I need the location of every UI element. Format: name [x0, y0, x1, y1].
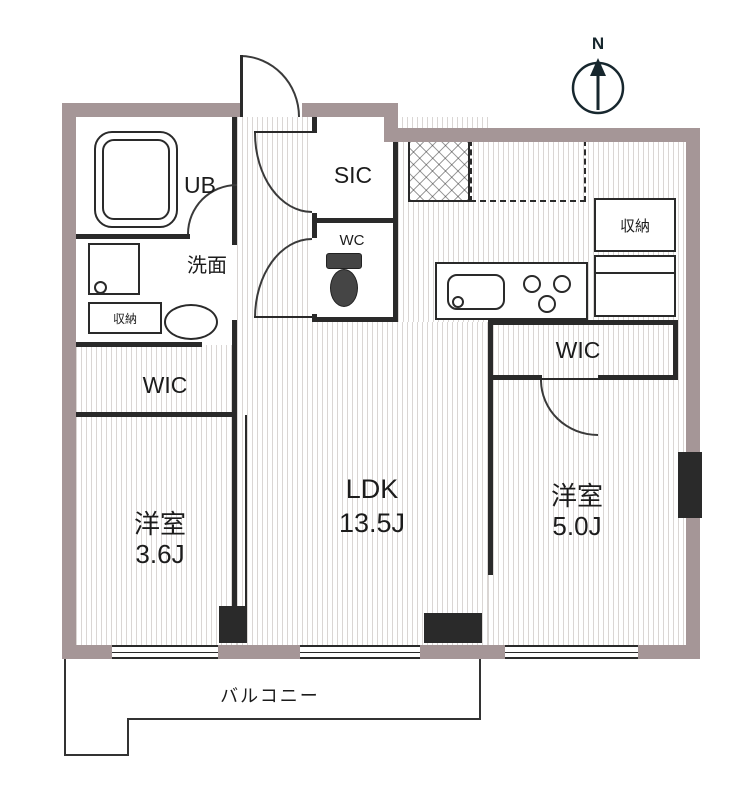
room-label-toilet: WC: [339, 231, 365, 249]
wall-wicright-right: [673, 320, 678, 380]
room-label-wic-left: WIC: [142, 371, 188, 398]
room-label-wic-right: WIC: [555, 336, 601, 363]
room-label-bedroom-left: 洋室: [133, 508, 186, 539]
wall-hall-left-upper: [232, 117, 237, 245]
wall-bedroomleft-ldk: [232, 320, 237, 606]
wall-wicright-top: [488, 320, 678, 325]
floor-toilet: [312, 218, 393, 322]
washer-drain-icon: [94, 281, 107, 294]
wall-sic-bottom: [312, 218, 398, 223]
stove-burner-icon: [553, 275, 571, 293]
wic-right-door-leaf: [540, 378, 598, 380]
room-label-bedroom-right: 洋室: [550, 480, 603, 511]
compass-north-arrow-icon: [571, 58, 625, 115]
wall-wc-right: [393, 223, 398, 322]
cupboard-unit: [594, 255, 676, 317]
washroom-storage-box: [88, 302, 162, 334]
stove-burner-icon: [523, 275, 541, 293]
wall-ldk-bedroomright: [488, 320, 493, 575]
floor-bedroom-left: [76, 415, 237, 645]
wall-unitbath-bottom: [76, 234, 190, 239]
vanity-basin-icon: [164, 304, 218, 340]
floor-wic-left: [76, 345, 237, 415]
wall-washroom-bottom: [76, 342, 202, 347]
floor-shoe-closet: [312, 117, 393, 218]
balcony-outline: [64, 659, 481, 756]
wall-hall-right-b: [312, 213, 317, 238]
wall-wicleft-bottom: [76, 412, 237, 417]
kitchen-storage-box: [594, 198, 676, 252]
cupboard-shelf-line: [596, 272, 674, 274]
room-label-washroom-storage: 収納: [112, 311, 137, 326]
wall-sic-right: [393, 117, 398, 223]
sliding-door-leaf-bedroom-right: [424, 613, 482, 643]
entrance-door-arc: [240, 55, 300, 117]
right-wall-door-leaf: [678, 452, 702, 518]
room-label-shoe-closet: SIC: [333, 161, 373, 188]
wall-wicright-bottom-right: [598, 375, 678, 380]
wall-hall-right-a: [312, 117, 317, 133]
room-label-unit-bath: UB: [184, 171, 216, 198]
toilet-icon: [326, 253, 362, 309]
outer-wall-right: [686, 128, 700, 659]
outer-wall-top-left-b: [302, 103, 398, 117]
room-label-washroom: 洗面: [187, 254, 227, 277]
pipe-space-hatch-icon: [408, 140, 470, 202]
bathtub-inner-icon: [102, 139, 170, 220]
room-size-bedroom-left: 3.6J: [135, 538, 185, 569]
window-bedroom-left: [112, 645, 218, 659]
window-ldk: [300, 645, 420, 659]
refrigerator-space-outline: [470, 140, 586, 202]
room-label-balcony: バルコニー: [220, 686, 320, 706]
stove-burner-icon: [538, 295, 556, 313]
shoe-closet-door-leaf: [254, 131, 312, 133]
wall-wicright-bottom-left: [488, 375, 542, 380]
toilet-door-leaf: [254, 316, 312, 318]
room-label-kitchen-storage: 収納: [619, 217, 650, 235]
outer-wall-left: [62, 103, 76, 659]
wall-wc-bottom: [312, 317, 398, 322]
entrance-door-leaf: [240, 55, 243, 117]
wall-bedroomleft-ldk-inner-line: [245, 415, 247, 606]
outer-wall-top-right: [384, 128, 700, 142]
room-size-bedroom-right: 5.0J: [552, 510, 602, 541]
window-bedroom-right: [505, 645, 638, 659]
room-label-ldk: LDK: [345, 473, 399, 504]
outer-wall-top-left-a: [62, 103, 240, 117]
sliding-door-leaf-bedroom-left: [219, 606, 247, 643]
room-size-ldk: 13.5J: [338, 507, 406, 538]
compass-north-label: N: [591, 34, 605, 53]
sink-drain-icon: [452, 296, 464, 308]
